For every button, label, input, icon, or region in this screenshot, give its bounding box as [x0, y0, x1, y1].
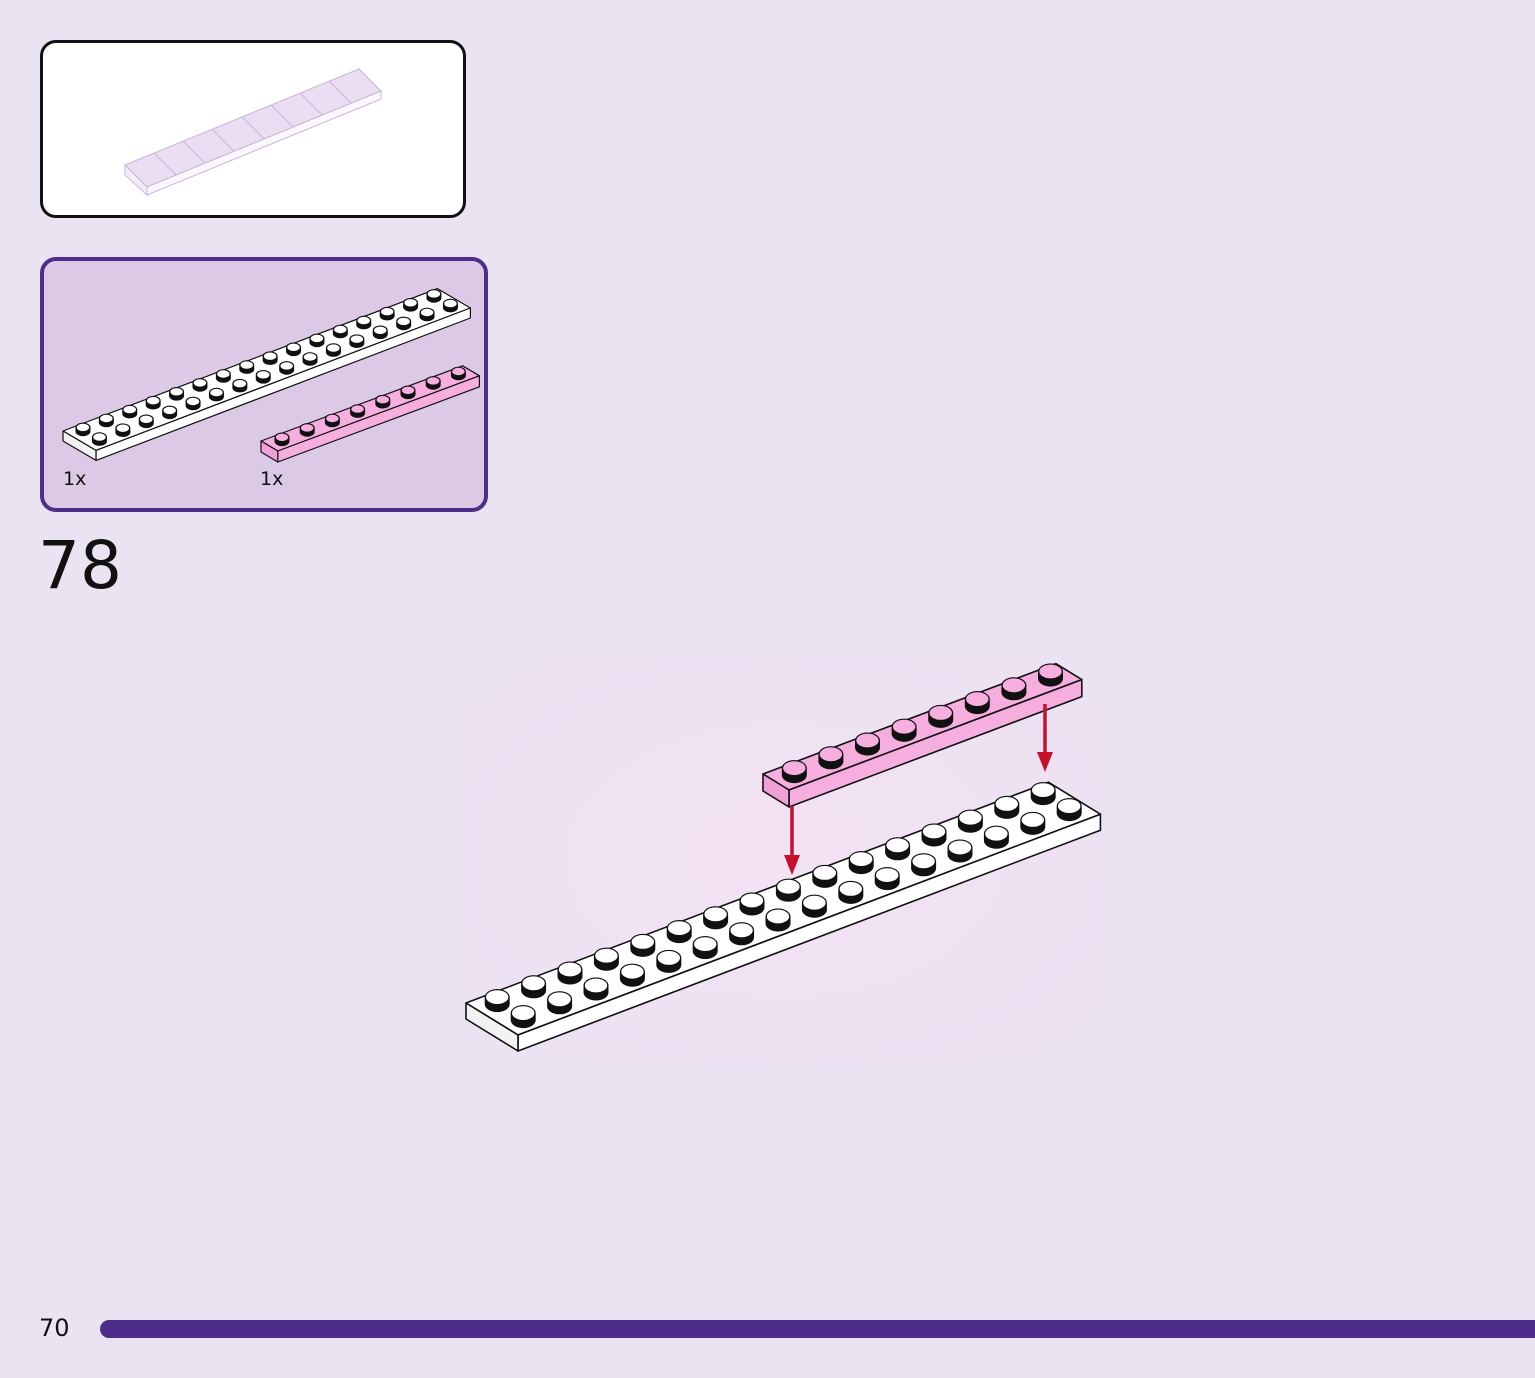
stud [324, 413, 340, 428]
stud [583, 977, 609, 1001]
stud [1001, 677, 1027, 701]
part-2-quantity: 1x [260, 468, 284, 490]
pink-plate-1x8 [762, 662, 1083, 808]
stud [232, 378, 248, 393]
stud [442, 298, 458, 313]
stud [75, 422, 91, 437]
pink-plate-1x8-icon [260, 365, 480, 463]
stud [208, 387, 224, 402]
page-number: 70 [39, 1314, 70, 1342]
stud [781, 760, 807, 784]
white-plate-2x16 [465, 781, 1102, 1052]
stud [138, 414, 154, 429]
stud [855, 732, 880, 756]
stud [765, 908, 791, 932]
stud [274, 432, 290, 447]
stud [332, 324, 348, 339]
stud [547, 991, 573, 1015]
stud [169, 386, 185, 401]
stud [349, 334, 365, 348]
stud [911, 853, 937, 877]
stud [838, 880, 864, 904]
stud [91, 432, 107, 446]
stud [372, 325, 388, 340]
stud [521, 975, 547, 999]
stud [192, 378, 208, 392]
placement-arrow-right [1037, 704, 1053, 772]
stud [957, 809, 983, 833]
stud [299, 423, 315, 437]
progress-bar [100, 1320, 1535, 1338]
stud [286, 342, 302, 357]
stud [818, 746, 844, 770]
stud [656, 949, 682, 973]
stud [350, 404, 366, 418]
stud [215, 369, 231, 383]
stud [812, 864, 838, 888]
subassembly-preview-box [40, 40, 466, 218]
stud [801, 894, 827, 918]
stud [396, 316, 412, 331]
stud [983, 825, 1009, 849]
stud [375, 394, 391, 409]
stud [729, 922, 755, 946]
stud [775, 878, 801, 902]
stud [185, 396, 201, 411]
stud [325, 343, 341, 357]
white-plate-2x16-icon [62, 288, 471, 461]
stud [262, 351, 278, 365]
stud [619, 963, 645, 987]
stud [419, 307, 435, 322]
stud [1020, 811, 1046, 835]
stud [403, 298, 419, 312]
stud [425, 376, 441, 390]
stud [947, 839, 973, 863]
stud [964, 691, 990, 715]
stud [1056, 798, 1082, 822]
stud [666, 920, 692, 944]
stud [593, 947, 619, 971]
stud [994, 795, 1020, 819]
stud [891, 718, 917, 742]
stud [692, 936, 718, 960]
stud [279, 361, 295, 375]
placement-arrow-left [784, 806, 800, 875]
stud [484, 989, 510, 1013]
stud [1038, 663, 1063, 687]
stud [630, 933, 656, 957]
stud [239, 360, 255, 374]
stud [703, 906, 729, 930]
stud [162, 405, 178, 420]
stud [302, 352, 318, 366]
parts-drawing [62, 288, 480, 463]
stud [848, 851, 874, 875]
stud [874, 867, 900, 891]
stud [739, 892, 765, 916]
part-1-quantity: 1x [63, 468, 87, 490]
step-number: 78 [38, 527, 122, 604]
stud [928, 704, 954, 728]
stud [450, 366, 466, 381]
stud [557, 961, 583, 985]
stud [356, 315, 372, 330]
stud [426, 289, 442, 303]
stud [379, 306, 395, 321]
stud [921, 823, 947, 847]
stud [1030, 782, 1056, 806]
stud [122, 404, 138, 419]
parts-list-box: 1x 1x [40, 257, 488, 512]
stud [885, 837, 911, 861]
stud [255, 370, 271, 384]
stud [400, 385, 416, 400]
stud [510, 1005, 536, 1029]
curved-slope-tile-icon [124, 68, 382, 197]
stud [115, 423, 131, 437]
stud [98, 413, 114, 428]
stud [145, 395, 161, 410]
stud [309, 333, 325, 348]
